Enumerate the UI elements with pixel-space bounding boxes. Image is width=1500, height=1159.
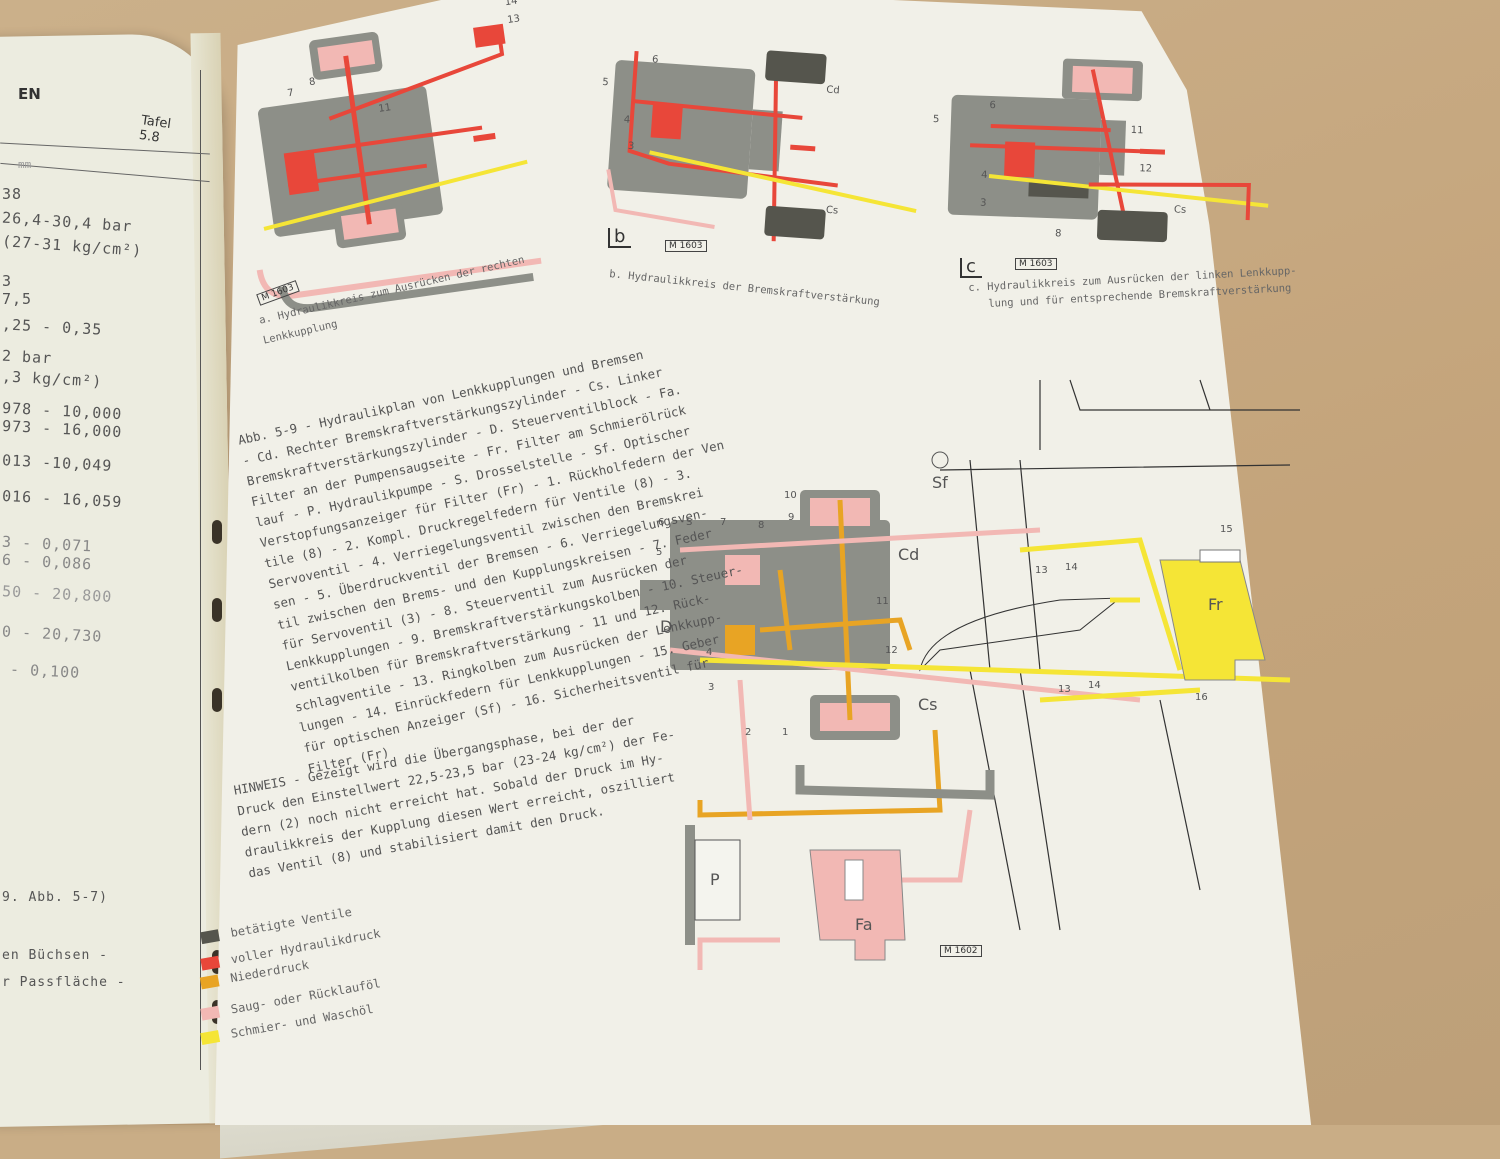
cyl-label-cs: Cs: [1174, 204, 1187, 215]
cyl-cs-label: Cs: [918, 695, 938, 714]
part-label-11: 11: [378, 102, 392, 115]
spec-value: r Passfläche -: [2, 975, 126, 990]
part-label-3: 3: [628, 141, 635, 152]
figure-a-diagram: 7 8 11 13 14: [256, 0, 542, 313]
figure-c-tag: M 1603: [1015, 258, 1057, 270]
callout-2: 2: [745, 727, 751, 738]
figure-b-diagram: 5 6 4 3 Cd Cs: [602, 50, 917, 242]
callout-7: 7: [720, 517, 726, 528]
binding-hole: [212, 688, 222, 712]
callout-16: 16: [1195, 692, 1208, 703]
part-label-4: 4: [981, 170, 988, 181]
part-label-7: 7: [287, 88, 295, 100]
callout-13: 13: [1035, 565, 1048, 576]
part-label-3: 3: [980, 198, 987, 209]
main-hydraulic-diagram: P Fa Fr Sf D Cd Cs S 6 5 7 8 10 9 11 12 …: [640, 379, 1300, 970]
callout-4: 4: [706, 647, 712, 658]
legend-swatch-lubrication: [200, 1030, 221, 1046]
legend-swatch-full-pressure: [200, 955, 221, 971]
callout-1: 1: [782, 727, 788, 738]
part-label-5: 5: [933, 114, 940, 125]
section-title: EN: [18, 85, 41, 103]
figure-c-diagram: 5 6 4 3 8 11 12 Cs: [933, 58, 1269, 243]
part-label-5: 5: [602, 77, 609, 88]
part-label-12: 12: [1139, 163, 1152, 174]
block-d-label: D: [660, 617, 672, 636]
part-label-11: 11: [1131, 125, 1144, 136]
callout-15: 15: [1220, 524, 1233, 535]
callout-3: 3: [708, 682, 714, 693]
callout-10: 10: [784, 490, 797, 501]
legend-swatch-actuated: [200, 929, 220, 945]
optical-indicator-icon: [931, 451, 949, 469]
sf-label: Sf: [932, 473, 948, 492]
spec-value: en Büchsen -: [2, 948, 108, 963]
callout-14b: 14: [1088, 680, 1101, 691]
spec-value: 38: [2, 185, 23, 203]
callout-6: 6: [658, 517, 664, 528]
cyl-label-cd: Cd: [826, 84, 840, 96]
spec-value: - 0,100: [9, 660, 81, 682]
callout-5: 5: [656, 547, 662, 558]
part-label-8: 8: [308, 76, 316, 88]
filter-fr-label: Fr: [1208, 595, 1223, 614]
callout-8: 8: [758, 520, 764, 531]
part-label-6: 6: [652, 54, 659, 65]
binding-hole: [212, 520, 222, 544]
cyl-cd-label: Cd: [898, 545, 919, 564]
spec-value: 9. Abb. 5-7): [2, 890, 108, 905]
tafel-label: Tafel 5.8: [138, 113, 172, 147]
part-label-13: 13: [507, 13, 521, 26]
callout-9: 9: [788, 512, 794, 523]
part-label-s: S: [686, 517, 692, 528]
callout-14: 14: [1065, 562, 1078, 573]
main-figure-tag: M 1602: [940, 945, 982, 957]
binding-hole: [212, 598, 222, 622]
figure-b-tag: M 1603: [665, 240, 707, 252]
filter-fa-label: Fa: [855, 915, 873, 934]
part-label-4: 4: [623, 114, 630, 125]
pump-label: P: [710, 870, 720, 889]
spec-value: 3: [2, 272, 13, 290]
figure-b-letter: b: [608, 228, 632, 248]
spec-value: 7,5: [2, 290, 33, 308]
callout-12: 12: [885, 645, 898, 656]
callout-11: 11: [876, 596, 889, 607]
unit-label: mm: [18, 158, 32, 171]
part-label-14: 14: [504, 0, 518, 8]
legend-swatch-return: [200, 1005, 221, 1021]
cyl-label-cs: Cs: [826, 205, 839, 217]
spec-table: [0, 70, 201, 1070]
part-label-8: 8: [1055, 228, 1062, 239]
figure-c-letter: c: [960, 258, 982, 278]
callout-13b: 13: [1058, 684, 1071, 695]
legend-swatch-low-pressure: [199, 974, 220, 990]
part-label-6: 6: [989, 100, 996, 111]
spec-value: 2 bar: [1, 346, 53, 368]
